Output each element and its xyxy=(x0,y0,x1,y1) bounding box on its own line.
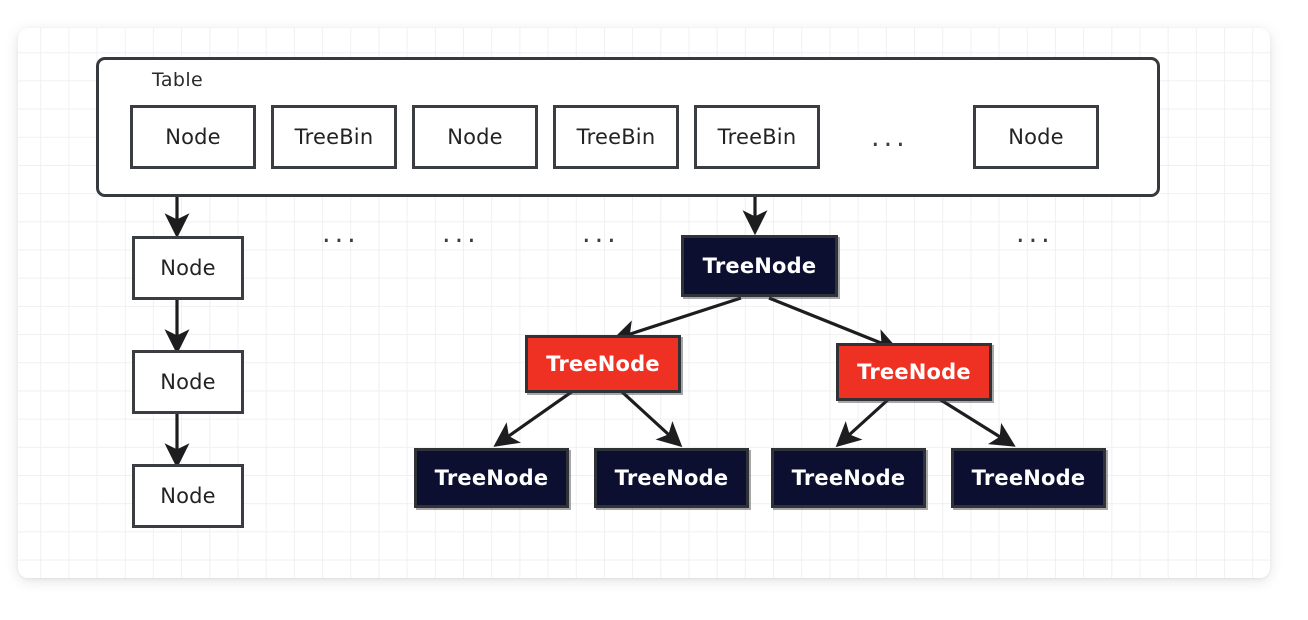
table-cell-1[interactable]: TreeBin xyxy=(271,105,397,169)
list-item-2[interactable]: Node xyxy=(132,464,244,528)
grid-canvas: Table Node TreeBin Node TreeBin TreeBin … xyxy=(18,28,1270,578)
tree-node-level2-left[interactable]: TreeNode xyxy=(525,335,681,393)
tree-node-root[interactable]: TreeNode xyxy=(681,235,838,297)
tree-node-leaf-2[interactable]: TreeNode xyxy=(771,448,926,508)
table-cell-0[interactable]: Node xyxy=(130,105,256,169)
tree-node-leaf-1[interactable]: TreeNode xyxy=(594,448,749,508)
table-cell-3[interactable]: TreeBin xyxy=(553,105,679,169)
table-cell-2[interactable]: Node xyxy=(412,105,538,169)
link-root-to-left-red xyxy=(611,296,742,345)
table-cell-6[interactable]: Node xyxy=(973,105,1099,169)
table-cell-4[interactable]: TreeBin xyxy=(694,105,820,169)
bin-ellipsis-1: ... xyxy=(442,218,480,249)
bin-ellipsis-0: ... xyxy=(322,218,360,249)
tree-node-level2-right[interactable]: TreeNode xyxy=(836,343,992,401)
table-label: Table xyxy=(152,69,204,91)
tree-node-leaf-0[interactable]: TreeNode xyxy=(414,448,569,508)
tree-node-leaf-3[interactable]: TreeNode xyxy=(951,448,1106,508)
link-root-to-right-red xyxy=(768,296,899,353)
bin-ellipsis-2: ... xyxy=(582,218,620,249)
list-item-1[interactable]: Node xyxy=(132,350,244,414)
bin-ellipsis-3: ... xyxy=(1016,218,1054,249)
table-cell-ellipsis: ... xyxy=(871,122,909,153)
list-item-0[interactable]: Node xyxy=(132,236,244,300)
